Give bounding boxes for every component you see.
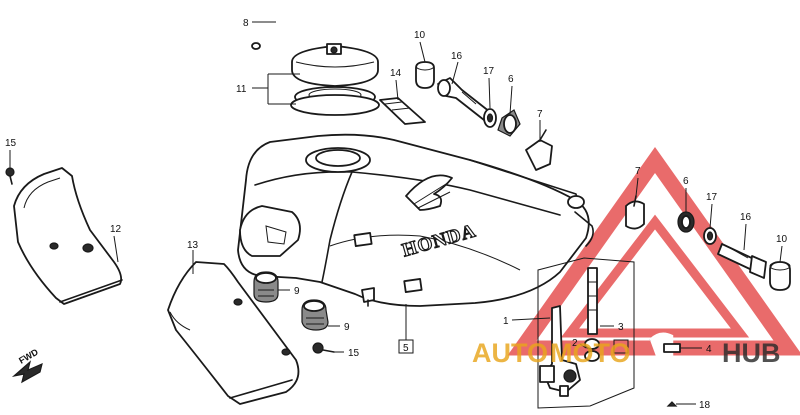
cushion-9-top: [253, 271, 279, 303]
fuel-valve-assembly: [537, 257, 681, 409]
watermark-word-hub: HUB: [722, 338, 781, 368]
watermark-word-auto: AUTO: [472, 338, 548, 368]
collar-right: [703, 227, 717, 245]
screw-15-top: [5, 167, 15, 185]
callout-16a: 16: [451, 51, 463, 62]
fwd-arrow: FWD: [11, 347, 43, 384]
breather-tube: [251, 11, 338, 50]
callout-9b: 9: [344, 322, 350, 333]
callout-4: 4: [706, 344, 712, 355]
callout-11: 11: [236, 84, 247, 95]
watermark-text: AUTO MOTO HUB: [472, 338, 781, 368]
callout-8: 8: [243, 18, 249, 29]
callout-3: 3: [618, 322, 624, 333]
collar-upper: [483, 108, 497, 128]
bolt-upper: [437, 77, 491, 121]
left-side-cover: [13, 167, 123, 305]
grommet-upper: [497, 109, 521, 137]
callout-18: 18: [699, 400, 711, 411]
hose-bracket-right: [625, 195, 645, 230]
cushion-upper: [415, 61, 435, 89]
hose-bracket: [525, 129, 553, 171]
callout-9a: 9: [294, 286, 300, 297]
bolt-right: [717, 243, 767, 279]
callout-2: 2: [572, 338, 578, 349]
callout-1: 1: [503, 316, 509, 327]
cushion-9-bottom: [301, 299, 329, 331]
callout-numbers: 8 11 10 16 17 6 14 7 15 12 13 9 9 15 5 7…: [5, 18, 788, 411]
callout-5: 5: [403, 343, 409, 354]
grommet-right: [677, 211, 695, 233]
cushion-right: [769, 261, 791, 291]
callout-leaders: [9, 21, 783, 405]
callout-17b: 17: [706, 192, 718, 203]
callout-13: 13: [187, 240, 199, 251]
callout-15b: 15: [348, 348, 360, 359]
tank-emblem-strip: [379, 97, 426, 125]
box-callout-5b: [613, 339, 629, 354]
screw-15-bottom: [312, 342, 335, 354]
fuel-cap: [290, 43, 380, 116]
callout-6b: 6: [683, 176, 689, 187]
fuel-tank: HONDA: [237, 133, 594, 307]
callout-6a: 6: [508, 74, 514, 85]
callout-15a: 15: [5, 138, 17, 149]
callout-7b: 7: [635, 166, 641, 177]
callout-16b: 16: [740, 212, 752, 223]
callout-17a: 17: [483, 66, 495, 77]
box-callout-5: [398, 339, 414, 354]
callout-10b: 10: [776, 234, 788, 245]
callout-10a: 10: [414, 30, 426, 41]
callout-12: 12: [110, 224, 122, 235]
watermark-word-moto: MOTO: [550, 338, 631, 368]
right-side-cover: [167, 261, 300, 405]
callout-14: 14: [390, 68, 402, 79]
callout-7a: 7: [537, 109, 543, 120]
